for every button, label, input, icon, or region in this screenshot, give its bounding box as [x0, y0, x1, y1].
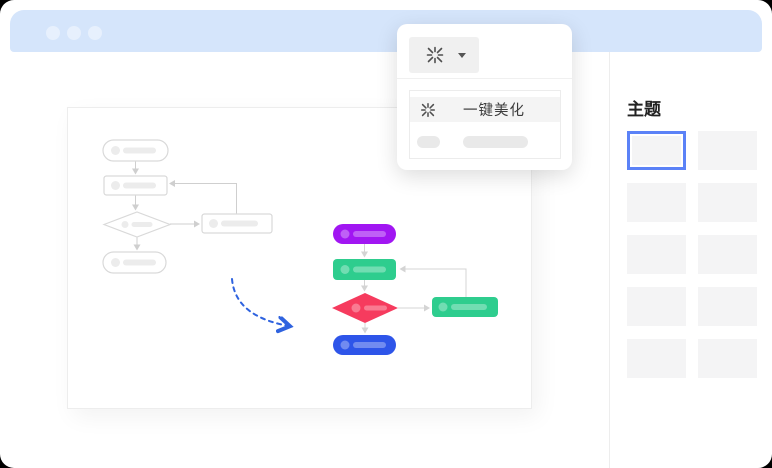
menu-item-label: 一键美化 — [463, 103, 525, 119]
node-start-terminator[interactable] — [333, 224, 396, 244]
caret-down-icon — [457, 52, 466, 58]
browser-titlebar — [10, 10, 762, 52]
flowchart-after — [332, 224, 498, 355]
theme-grid — [627, 131, 757, 378]
window-dot-icon — [88, 26, 102, 40]
connector — [399, 265, 467, 297]
flowchart-before — [102, 139, 273, 274]
beautify-popup: 一键美化 — [397, 24, 572, 170]
sidebar-title: 主题 — [627, 100, 661, 119]
node-side-process[interactable] — [432, 297, 498, 317]
text-placeholders — [340, 229, 487, 350]
beautify-spark-icon — [421, 102, 435, 117]
window-dot-icon — [67, 26, 81, 40]
text-placeholders — [111, 146, 258, 267]
node-end-terminator[interactable] — [333, 335, 396, 355]
sidebar-divider — [609, 52, 610, 468]
node-process[interactable] — [333, 259, 396, 280]
beautify-toolbar-button[interactable] — [409, 37, 479, 73]
window-dot-icon — [46, 26, 60, 40]
node-decision[interactable] — [332, 293, 398, 323]
theme-tile[interactable] — [698, 235, 757, 274]
theme-tile[interactable] — [627, 339, 686, 378]
theme-tile[interactable] — [698, 183, 757, 222]
theme-tile[interactable] — [627, 287, 686, 326]
theme-tile[interactable] — [627, 183, 686, 222]
transform-arrow — [231, 278, 309, 336]
theme-tile-selected[interactable] — [627, 131, 686, 170]
theme-tile[interactable] — [698, 339, 757, 378]
menu-placeholder — [417, 136, 440, 148]
menu-placeholder — [463, 136, 528, 148]
menu-item-beautify[interactable]: 一键美化 — [410, 97, 560, 122]
beautify-spark-icon — [426, 46, 443, 64]
popup-separator — [397, 78, 572, 79]
theme-tile[interactable] — [627, 235, 686, 274]
beautify-menu: 一键美化 — [409, 90, 561, 159]
connector — [169, 180, 237, 214]
theme-tile[interactable] — [698, 287, 757, 326]
theme-tile[interactable] — [698, 131, 757, 170]
dashed-curve — [231, 278, 289, 326]
